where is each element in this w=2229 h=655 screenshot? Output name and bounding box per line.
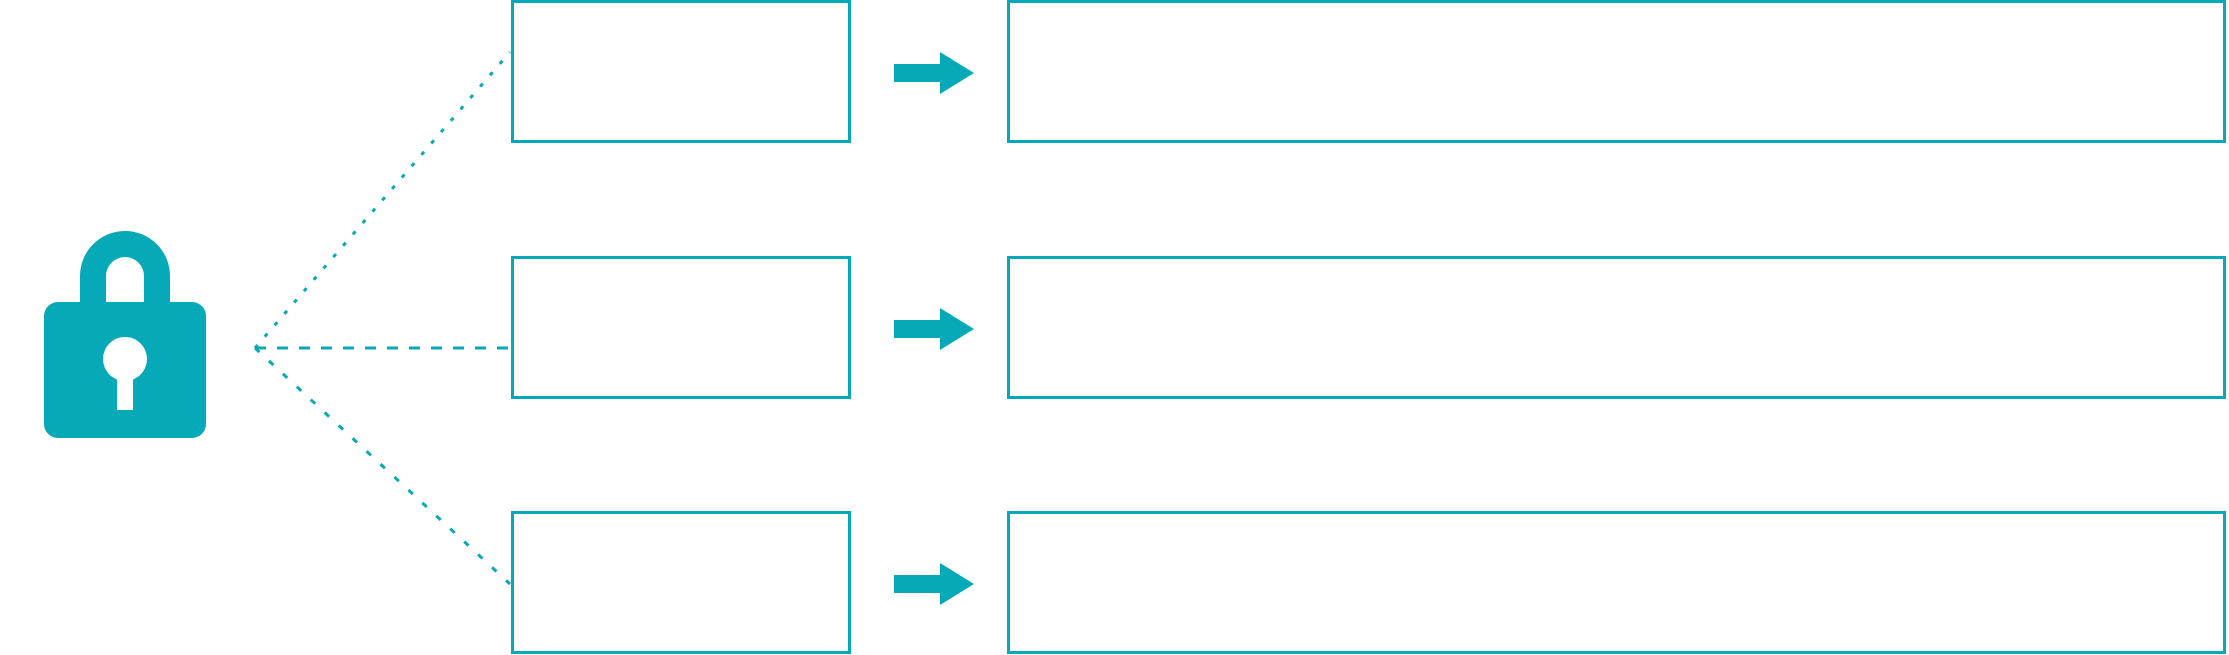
lock-icon	[40, 214, 210, 442]
arrow-right-icon-row-2	[894, 308, 974, 350]
input-box-row-3[interactable]	[511, 511, 851, 654]
arrow-right-icon-row-3	[894, 563, 974, 605]
arrow-right-icon-row-1	[894, 52, 974, 94]
output-box-row-1[interactable]	[1007, 0, 2226, 143]
diagram-row-1	[0, 0, 2229, 146]
input-box-row-2[interactable]	[511, 256, 851, 399]
output-box-row-2[interactable]	[1007, 256, 2226, 399]
output-box-row-3[interactable]	[1007, 511, 2226, 654]
diagram-row-2	[0, 256, 2229, 402]
diagram-row-3	[0, 511, 2229, 655]
input-box-row-1[interactable]	[511, 0, 851, 143]
